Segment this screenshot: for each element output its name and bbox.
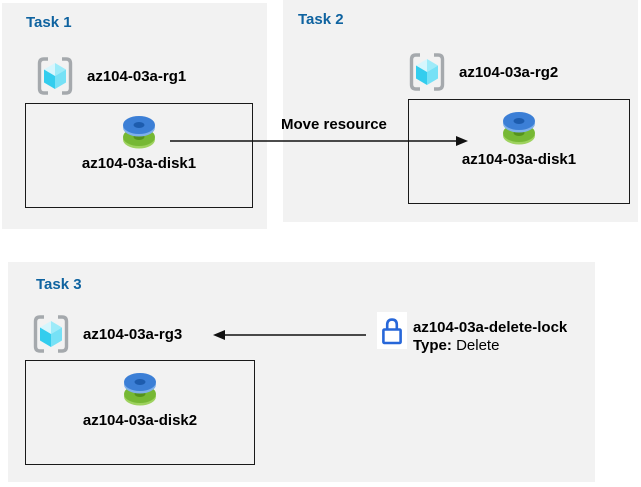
task1-heading: Task 1 xyxy=(26,14,72,31)
lock-annotation: az104-03a-delete-lock Type: Delete xyxy=(413,319,567,355)
task1-panel: Task 1 az104-03a-rg1 az104-03a-disk xyxy=(2,3,267,229)
disk-icon xyxy=(503,112,535,145)
task3-heading: Task 3 xyxy=(36,276,82,293)
resource-group-label: az104-03a-rg2 xyxy=(459,63,559,81)
task2-resource-group: az104-03a-rg2 xyxy=(407,51,558,93)
disk-icon xyxy=(124,373,156,406)
resource-group-label: az104-03a-rg1 xyxy=(87,67,187,85)
resource-group-icon xyxy=(33,315,69,353)
task2-panel: Task 2 az104-03a-rg2 az104-03a-disk xyxy=(283,0,638,222)
resource-label: az104-03a-disk1 xyxy=(461,151,577,168)
lock-chip xyxy=(377,312,407,349)
resource-group-icon xyxy=(37,57,73,95)
resource-group-icon xyxy=(409,53,445,91)
move-arrow-label: Move resource xyxy=(281,116,387,133)
task2-resource-box: az104-03a-disk1 xyxy=(408,99,630,204)
task1-resource-group: az104-03a-rg1 xyxy=(35,55,186,97)
resource-label: az104-03a-disk1 xyxy=(81,155,197,172)
task1-resource-box: az104-03a-disk1 xyxy=(25,103,253,208)
lock-name: az104-03a-delete-lock xyxy=(413,319,568,336)
task2-heading: Task 2 xyxy=(298,11,344,28)
lock-type-line: Type: Delete xyxy=(413,337,567,355)
resource-label: az104-03a-disk2 xyxy=(82,412,198,429)
task3-resource-group: az104-03a-rg3 xyxy=(31,313,182,355)
lock-type-value: Delete xyxy=(456,337,500,354)
task3-resource-box: az104-03a-disk2 xyxy=(25,360,255,465)
lock-icon xyxy=(382,317,402,344)
resource-group-label: az104-03a-rg3 xyxy=(83,325,183,343)
task3-panel: Task 3 az104-03a-rg3 az104-03a-disk xyxy=(8,262,595,482)
lock-type-label: Type: xyxy=(413,337,452,354)
disk-icon xyxy=(123,116,155,149)
